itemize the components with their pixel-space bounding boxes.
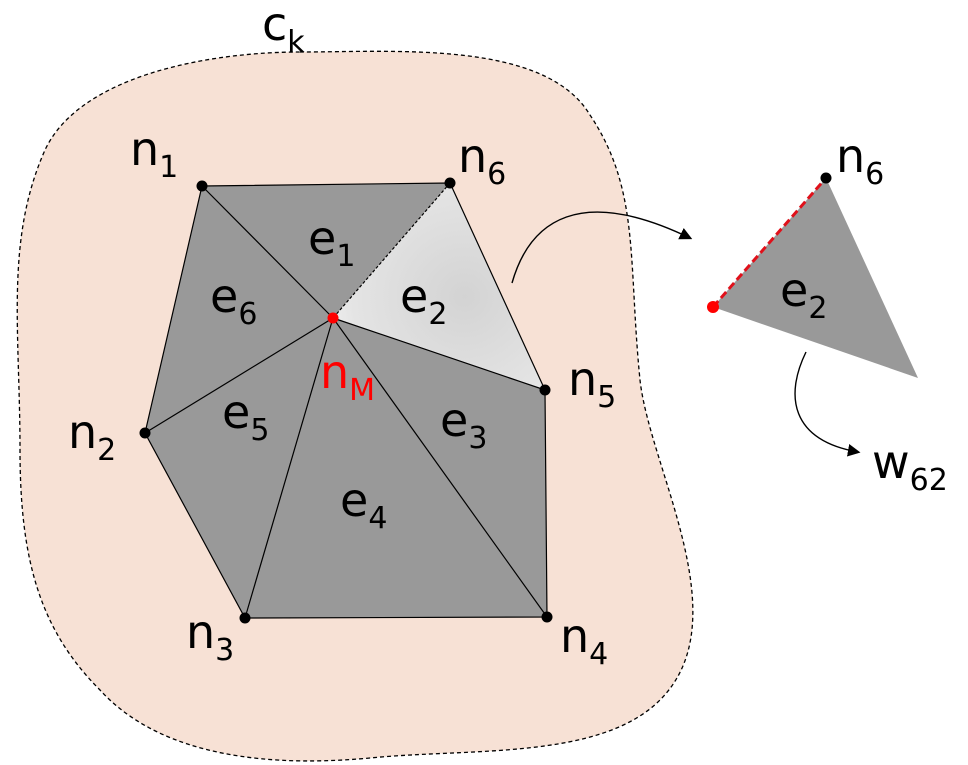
weight-label: w62 <box>872 435 948 498</box>
label-e2: e2 <box>400 269 447 332</box>
label-n5: n5 <box>568 352 616 415</box>
extract-arrow <box>511 211 693 284</box>
node-n3 <box>239 612 251 624</box>
node-n4 <box>541 611 553 623</box>
element-e2 <box>333 183 545 390</box>
label-e1: e1 <box>308 211 355 274</box>
cluster-label: ck <box>262 0 305 60</box>
label-n6: n6 <box>458 129 506 192</box>
edge-n4-nM <box>332 317 548 618</box>
label-e3: e3 <box>440 393 487 456</box>
label-n3: n3 <box>186 605 234 668</box>
detail-triangle-e2 <box>713 178 918 378</box>
label-e4: e4 <box>340 473 387 536</box>
node-n6 <box>444 177 456 189</box>
mesh-nodes <box>139 177 553 624</box>
element-e1 <box>202 183 450 318</box>
label-e6: e6 <box>210 269 257 332</box>
element-e5 <box>145 318 333 618</box>
node-n2 <box>139 427 151 439</box>
label-n1: n1 <box>130 122 178 185</box>
node-n1 <box>196 180 208 192</box>
label-n4: n4 <box>560 609 608 672</box>
edge-n1-nM <box>201 185 334 319</box>
element-e4 <box>245 318 547 618</box>
node-nM <box>327 312 339 324</box>
edge-n2-nM <box>144 317 334 434</box>
label-e5: e5 <box>222 385 269 448</box>
element-e6 <box>145 186 333 433</box>
detail-element <box>707 172 918 378</box>
edge-n3-nM <box>244 317 334 619</box>
weight-arrow <box>794 351 861 457</box>
detail-node-n6 <box>820 172 832 184</box>
detail-label-n6: n6 <box>836 129 884 192</box>
node-n5 <box>539 384 551 396</box>
detail-edge-highlight <box>711 177 828 308</box>
label-nM: nM <box>320 345 375 408</box>
edge-n5-nM <box>332 317 546 391</box>
detail-label-e2: e2 <box>780 263 827 326</box>
detail-midpoint <box>707 301 719 313</box>
label-n2: n2 <box>68 405 116 468</box>
